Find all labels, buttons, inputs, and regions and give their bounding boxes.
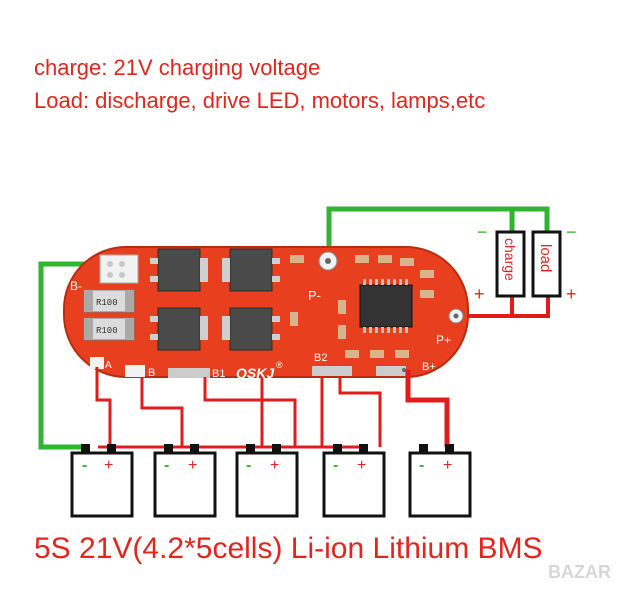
label-p-plus: P+: [436, 333, 451, 347]
cell-4-plus: +: [357, 457, 366, 474]
pad-b: [125, 365, 145, 377]
bms-title-caption: 5S 21V(4.2*5cells) Li-ion Lithium BMS: [34, 532, 543, 565]
balance-wires: [95, 367, 450, 449]
red-wire-p-plus: [458, 295, 550, 318]
pad-b2: [312, 366, 352, 376]
cell-1-plus: +: [104, 457, 113, 474]
battery-cell-3: - +: [235, 444, 299, 518]
cell-4-minus: -: [333, 457, 338, 474]
wire-a: [95, 367, 112, 447]
resistor-code-1: R100: [96, 298, 118, 308]
mosfet-3: [150, 307, 208, 351]
load-plus-sign: +: [566, 284, 577, 304]
label-b1: B1: [212, 368, 225, 380]
label-b2: B2: [314, 352, 327, 364]
battery-cell-4: - +: [322, 444, 386, 518]
cell-2-plus: +: [188, 457, 197, 474]
label-b: B: [148, 367, 155, 379]
battery-cell-1: - +: [70, 444, 134, 518]
wire-b1: [203, 377, 297, 447]
charge-terminal: charge: [495, 230, 526, 298]
battery-cell-5: - +: [408, 444, 472, 518]
green-wire-p-minus: [326, 206, 550, 258]
protection-ic: [359, 279, 413, 333]
load-description-note: Load: discharge, drive LED, motors, lamp…: [34, 88, 486, 113]
cell-3-minus: -: [246, 457, 251, 474]
mosfet-1: [150, 248, 208, 292]
mosfet-2: [222, 248, 280, 292]
pad-a: [90, 357, 104, 369]
charge-minus-sign: −: [477, 222, 488, 242]
green-wire-b-minus: [38, 261, 96, 450]
b-minus-pad: [99, 254, 139, 284]
cell-3-plus: +: [270, 457, 279, 474]
wire-b-plus: [405, 370, 450, 447]
cell-1-minus: -: [82, 457, 87, 474]
pad-b-plus: [376, 366, 406, 376]
battery-cell-2: - +: [153, 444, 217, 518]
load-label: load: [537, 244, 554, 272]
wire-b: [140, 377, 184, 447]
cell-5-plus: +: [443, 457, 452, 474]
charge-plus-sign: +: [474, 284, 485, 304]
label-b-minus: B-: [70, 279, 82, 293]
label-a: A: [105, 360, 112, 371]
label-p-minus: P-: [308, 288, 321, 303]
charge-voltage-note: charge: 21V charging voltage: [34, 55, 321, 80]
bms-pcb-board: B- R100 R100 P-: [63, 246, 469, 381]
cell-5-minus: -: [419, 457, 424, 474]
marketplace-watermark: BAZAR: [548, 562, 611, 582]
wire-b2: [338, 376, 382, 447]
mosfet-4: [222, 307, 280, 351]
load-minus-sign: −: [566, 222, 577, 242]
pad-b1: [168, 368, 210, 378]
charge-label: charge: [502, 238, 518, 281]
board-logo-mark: ®: [276, 360, 283, 370]
label-b-plus: B+: [422, 361, 436, 373]
board-logo: QSKJ: [236, 365, 275, 381]
cell-2-minus: -: [164, 457, 169, 474]
resistor-code-2: R100: [96, 326, 118, 336]
load-terminal: load: [531, 230, 562, 298]
